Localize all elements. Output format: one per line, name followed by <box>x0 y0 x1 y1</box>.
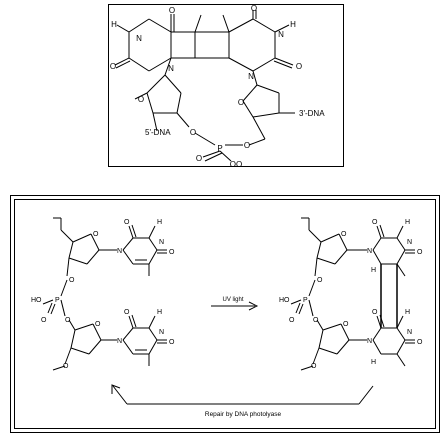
right-n-top-sugar: N <box>367 248 372 255</box>
left-o-sugar-bottom: O <box>95 321 101 328</box>
right-o-3prime-top: O <box>317 277 323 284</box>
thymine-dimer-structure-panel: H N O O N O N H O N O O O P O O OO 5'-DN… <box>108 4 344 169</box>
right-o-5prime-bottom: O <box>313 317 319 324</box>
atom-n-right-bottom: N <box>248 72 254 81</box>
dimer-formation-diagram: H O N O N O O HO P O O H O N O N O O H O <box>31 217 423 418</box>
dimer-formation-inner-frame: H O N O N O O HO P O O H O N O N O O H O <box>14 199 436 429</box>
atom-o-phosphate-right: O <box>244 141 250 150</box>
left-o-phosphate: O <box>41 317 47 324</box>
left-n-bottom-sugar: N <box>117 338 122 345</box>
right-n-bottom-sugar: N <box>367 338 372 345</box>
dimer-formation-panel: H O N O N O O HO P O O H O N O N O O H O <box>10 195 440 433</box>
right-o-bottom-right: O <box>417 339 423 346</box>
right-h-bottom: H <box>405 309 410 316</box>
left-h-bottom: H <box>157 309 162 316</box>
atom-o-left-top: O <box>169 6 175 15</box>
right-h-top-c6: H <box>371 267 376 274</box>
left-n-top: N <box>159 239 164 246</box>
right-p: P <box>303 297 308 304</box>
right-o-phosphate: O <box>289 317 295 324</box>
left-o-5prime-bottom: O <box>65 317 71 324</box>
left-o-sugar-top: O <box>93 231 99 238</box>
repair-label: Repair by DNA photolyase <box>205 411 282 418</box>
left-ho: HO <box>31 297 42 304</box>
left-h-top: H <box>157 219 162 226</box>
left-o-3prime-bottom: O <box>63 363 69 370</box>
left-o-top-right: O <box>169 249 175 256</box>
dna3-label: 3'-DNA <box>299 109 325 118</box>
atom-o-right-sugar: O <box>238 98 244 107</box>
atom-oo: OO <box>230 160 242 166</box>
atom-h-left: H <box>111 20 117 29</box>
left-n-top-sugar: N <box>117 248 122 255</box>
left-o-bottom: O <box>124 309 130 316</box>
left-o-bottom-right: O <box>169 339 175 346</box>
right-o-3prime-bottom: O <box>311 363 317 370</box>
left-n-bottom: N <box>159 329 164 336</box>
right-o-top-right: O <box>417 249 423 256</box>
right-h-top: H <box>405 219 410 226</box>
left-p: P <box>55 297 60 304</box>
atom-o-left-sugar: O <box>138 95 144 104</box>
right-o-sugar-top: O <box>341 231 347 238</box>
right-n-top: N <box>407 239 412 246</box>
right-o-top: O <box>372 219 378 226</box>
atom-n-right-top: N <box>278 30 284 39</box>
right-o-bottom: O <box>372 309 378 316</box>
right-n-bottom: N <box>407 329 412 336</box>
right-o-sugar-bottom: O <box>343 321 349 328</box>
thymine-dimer-structure: H N O O N O N H O N O O O P O O OO 5'-DN… <box>110 4 325 169</box>
atom-n-left-bottom: N <box>168 64 174 73</box>
uv-light-label: UV light <box>222 297 243 303</box>
atom-n-left-top: N <box>136 34 142 43</box>
right-ho: HO <box>279 297 290 304</box>
atom-o-phosphate-left: O <box>190 128 196 137</box>
atom-p: P <box>217 144 222 153</box>
left-o-3prime-top: O <box>69 277 75 284</box>
dna5-label: 5'-DNA <box>145 128 171 137</box>
right-h-bottom-c6: H <box>371 359 376 366</box>
atom-o-right-bottom: O <box>296 62 302 71</box>
atom-o-right-top: O <box>251 5 257 13</box>
atom-h-right: H <box>290 20 296 29</box>
atom-o-phosphate-double: O <box>196 154 202 163</box>
left-o-top: O <box>124 219 130 226</box>
atom-o-left-bottom: O <box>110 62 116 71</box>
